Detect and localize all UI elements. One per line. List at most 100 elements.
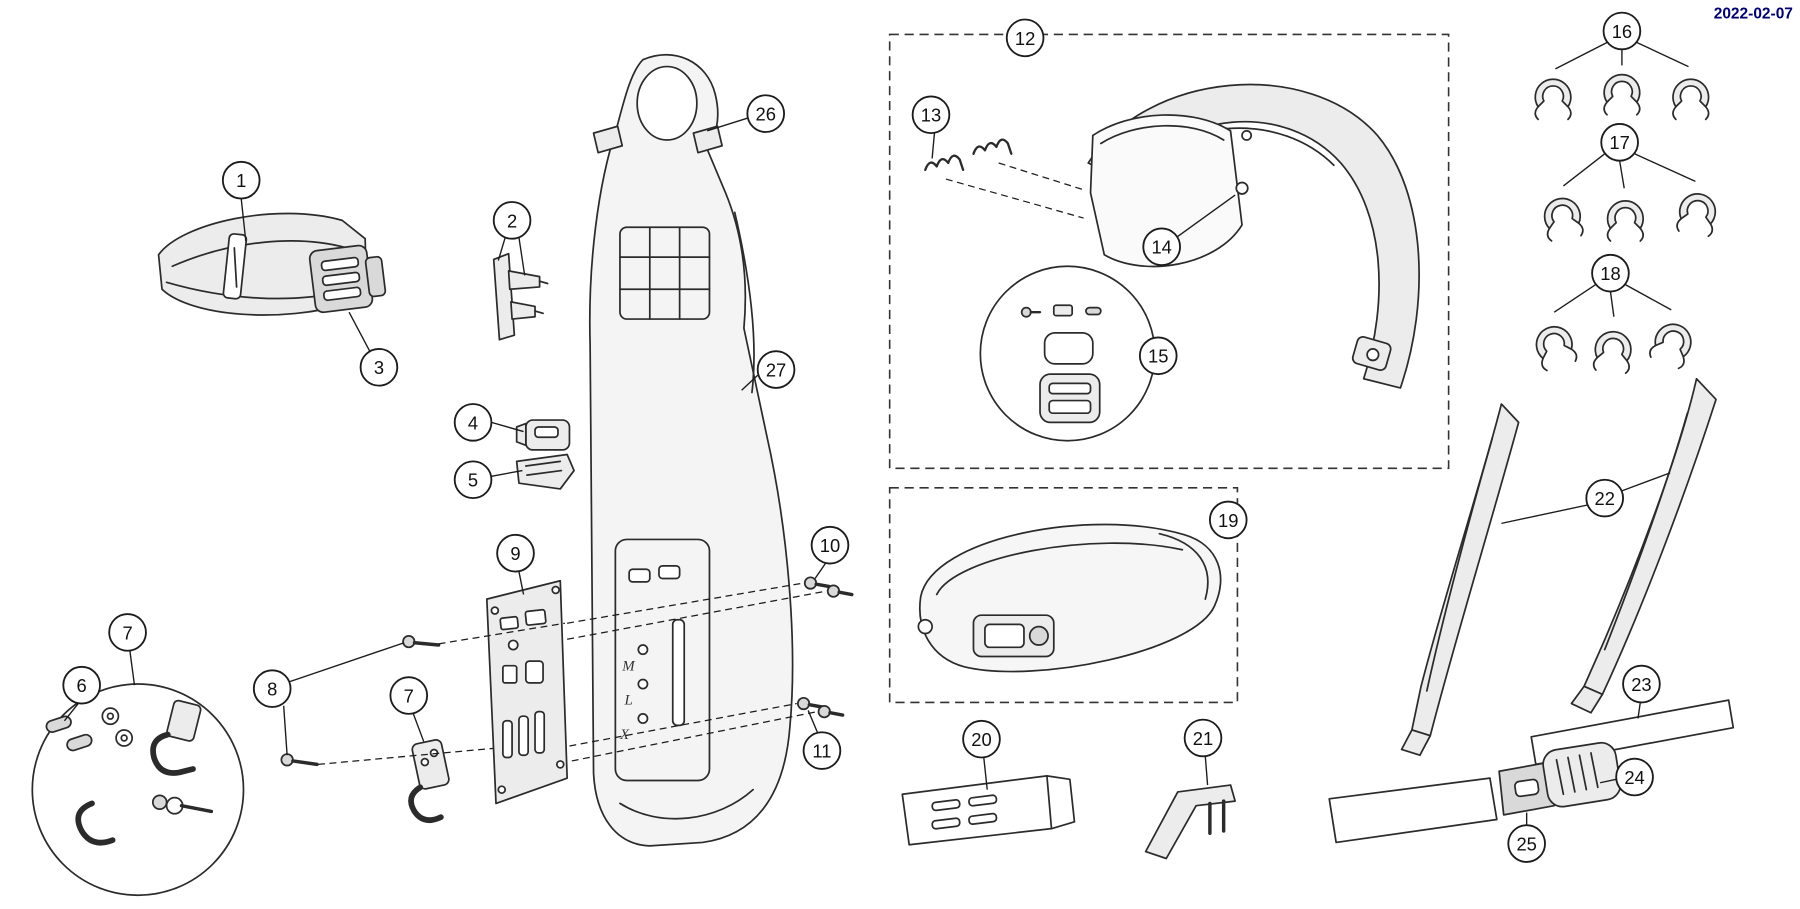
callout-circle bbox=[1615, 757, 1654, 797]
detail-view-7 bbox=[31, 683, 245, 897]
hook-icon bbox=[1606, 200, 1645, 242]
callout-number: 12 bbox=[1015, 28, 1035, 49]
callout-number: 5 bbox=[468, 470, 478, 491]
callout-circle bbox=[108, 613, 147, 652]
callout-circle bbox=[1602, 11, 1642, 51]
callout-circle bbox=[1591, 253, 1630, 293]
callout-7a: 7 bbox=[108, 613, 147, 686]
callout-number: 19 bbox=[1218, 510, 1238, 531]
detail-view-15 bbox=[979, 265, 1156, 442]
callout-circle bbox=[453, 460, 493, 500]
callout-4: 4 bbox=[453, 403, 524, 442]
callout-circle bbox=[1600, 123, 1639, 162]
callout-number: 8 bbox=[267, 679, 277, 700]
part-4-latch bbox=[515, 419, 571, 451]
part-12-crown-assembly bbox=[924, 83, 1420, 389]
callout-1: 1 bbox=[221, 160, 261, 242]
callout-circle bbox=[1208, 500, 1248, 540]
callout-circle bbox=[802, 731, 842, 770]
detail-box-19 bbox=[888, 486, 1239, 704]
callout-circle bbox=[389, 676, 429, 715]
callout-circle bbox=[252, 669, 292, 708]
callout-circle bbox=[1005, 18, 1045, 58]
callout-number: 9 bbox=[510, 543, 520, 564]
hook-icon bbox=[1530, 321, 1579, 373]
hook-icon bbox=[1672, 78, 1710, 121]
callout-20: 20 bbox=[962, 719, 1001, 790]
callout-circle bbox=[492, 201, 532, 240]
callout-number: 3 bbox=[374, 357, 384, 378]
part-22-straps bbox=[1400, 377, 1717, 757]
part-7-bracket bbox=[408, 739, 450, 824]
hook-icon bbox=[1675, 190, 1719, 238]
part-19-headband bbox=[917, 523, 1222, 673]
callout-circle bbox=[359, 347, 399, 387]
part-13-wire-clip bbox=[972, 138, 1013, 155]
part-16-hooks bbox=[1534, 73, 1710, 121]
callout-number: 11 bbox=[812, 741, 831, 762]
callout-number: 16 bbox=[1612, 21, 1632, 42]
callout-circle bbox=[221, 160, 261, 200]
callout-number: 2 bbox=[507, 210, 517, 231]
part-20-strap bbox=[901, 775, 1076, 846]
part-18-hooks bbox=[1530, 318, 1698, 375]
callout-number: 7 bbox=[404, 685, 414, 706]
callout-5: 5 bbox=[453, 460, 523, 500]
callout-circle bbox=[911, 95, 951, 135]
part-8-screws bbox=[280, 634, 441, 767]
hook-icon bbox=[1592, 329, 1634, 375]
callout-circle bbox=[1138, 336, 1178, 376]
callout-19: 19 bbox=[1208, 500, 1248, 540]
callout-number: 27 bbox=[766, 359, 786, 380]
callout-circle bbox=[1142, 227, 1181, 267]
frame-size-mark-x: X bbox=[619, 727, 630, 743]
callout-number: 6 bbox=[77, 675, 87, 696]
callout-9: 9 bbox=[496, 533, 535, 595]
callout-number: 22 bbox=[1594, 488, 1614, 509]
callout-number: 21 bbox=[1193, 728, 1213, 749]
callout-3: 3 bbox=[348, 311, 399, 387]
callout-21: 21 bbox=[1183, 718, 1223, 786]
callout-27: 27 bbox=[741, 350, 796, 391]
callout-10: 10 bbox=[810, 525, 850, 579]
callout-number: 10 bbox=[820, 535, 840, 556]
revision-date: 2022-02-07 bbox=[1714, 5, 1793, 22]
part-2-clip bbox=[492, 252, 549, 341]
part-5-latch-cover bbox=[515, 453, 575, 490]
callout-circle bbox=[962, 719, 1001, 759]
assembly-axis-lines bbox=[318, 582, 827, 766]
callout-15: 15 bbox=[1138, 336, 1178, 376]
callout-number: 20 bbox=[971, 729, 991, 750]
callout-25: 25 bbox=[1507, 812, 1546, 863]
callout-number: 26 bbox=[756, 104, 776, 125]
callout-number: 4 bbox=[468, 412, 478, 433]
callout-number: 7 bbox=[122, 622, 132, 643]
frame-size-mark-m: M bbox=[621, 658, 636, 674]
callout-8: 8 bbox=[252, 642, 405, 756]
callout-22: 22 bbox=[1501, 472, 1671, 525]
part-13-wire-clip bbox=[924, 154, 965, 172]
callout-number: 1 bbox=[236, 170, 246, 191]
callout-13: 13 bbox=[911, 95, 951, 159]
callout-circle bbox=[1507, 824, 1546, 863]
frame-size-mark-l: L bbox=[624, 693, 633, 709]
callout-number: 25 bbox=[1516, 833, 1536, 854]
callout-number: 24 bbox=[1624, 767, 1644, 788]
part-11-screws bbox=[796, 696, 845, 719]
callout-17: 17 bbox=[1562, 123, 1696, 189]
callout-7b: 7 bbox=[389, 676, 429, 742]
callout-14: 14 bbox=[1142, 194, 1236, 267]
callout-16: 16 bbox=[1555, 11, 1689, 70]
part-23-25-buckle-straps bbox=[1328, 699, 1735, 844]
callout-26: 26 bbox=[706, 94, 785, 133]
callout-number: 23 bbox=[1631, 674, 1651, 695]
callout-circle bbox=[746, 94, 785, 133]
part-21-hook-clip bbox=[1144, 784, 1236, 860]
hook-icon bbox=[1647, 318, 1698, 371]
callout-circle bbox=[496, 533, 535, 573]
part-26-27-back-frame: M L X bbox=[588, 53, 794, 847]
callout-2: 2 bbox=[492, 201, 532, 276]
callout-circle bbox=[1183, 718, 1223, 758]
callout-number: 13 bbox=[921, 105, 941, 126]
